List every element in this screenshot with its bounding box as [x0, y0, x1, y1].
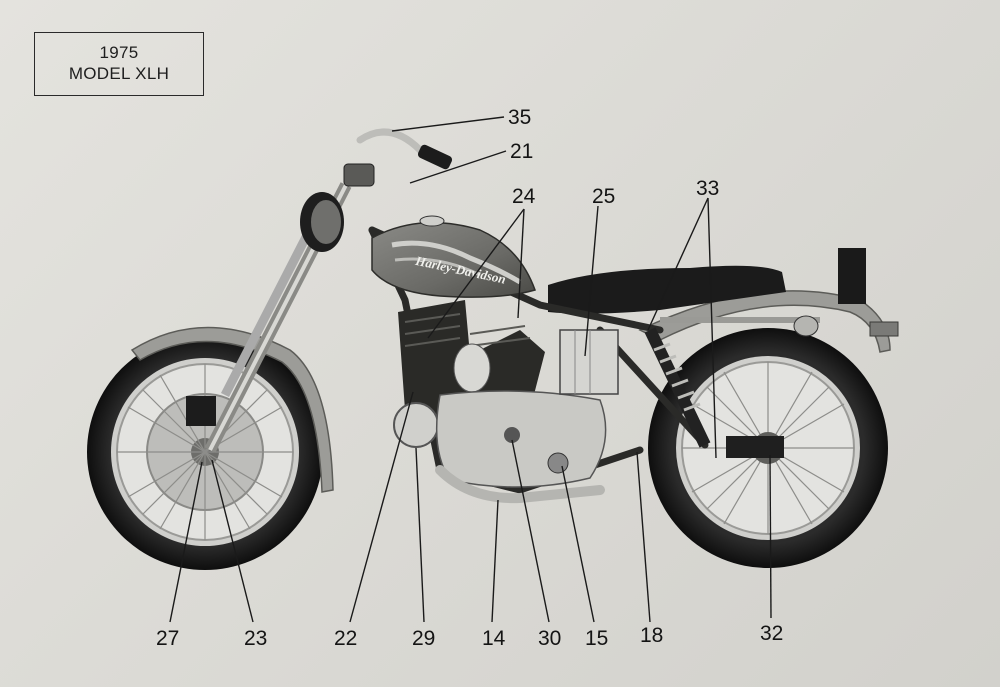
callout-35: 35 [508, 106, 531, 129]
callout-33: 33 [696, 177, 719, 200]
speedometer [343, 163, 375, 187]
tail-light [869, 321, 899, 337]
callout-22: 22 [334, 627, 357, 650]
callout-leaders [169, 116, 772, 623]
callout-numbers: 35 21 24 25 33 27 23 22 29 14 30 15 18 3… [156, 106, 783, 650]
front-fender [130, 326, 334, 493]
front-wheel [87, 334, 323, 570]
callout-21: 21 [510, 140, 533, 163]
gas-tank: Harley-Davidson [371, 215, 536, 298]
headlight [300, 192, 344, 252]
model-year: 1975 [99, 43, 139, 62]
model-name: MODEL XLH [68, 64, 170, 83]
callout-23: 23 [244, 627, 267, 650]
callout-30: 30 [538, 627, 561, 650]
callout-18: 18 [640, 624, 663, 647]
callout-25: 25 [592, 185, 615, 208]
callout-24: 24 [512, 185, 536, 208]
license-plate [838, 248, 866, 304]
callout-15: 15 [585, 627, 608, 650]
exhaust-pipe [435, 465, 605, 504]
callout-29: 29 [412, 627, 435, 650]
turn-signal [793, 315, 819, 337]
air-cleaner [393, 402, 439, 448]
rear-wheel [648, 328, 888, 568]
rear-shock [644, 327, 711, 448]
engine [393, 300, 619, 504]
callout-14: 14 [482, 627, 506, 650]
model-title-box: 1975 MODEL XLH [34, 32, 204, 96]
callout-32: 32 [760, 622, 783, 645]
handlebar-grip [417, 144, 453, 170]
gearcase-cover [435, 390, 607, 488]
battery [559, 329, 619, 395]
callout-27: 27 [156, 627, 179, 650]
